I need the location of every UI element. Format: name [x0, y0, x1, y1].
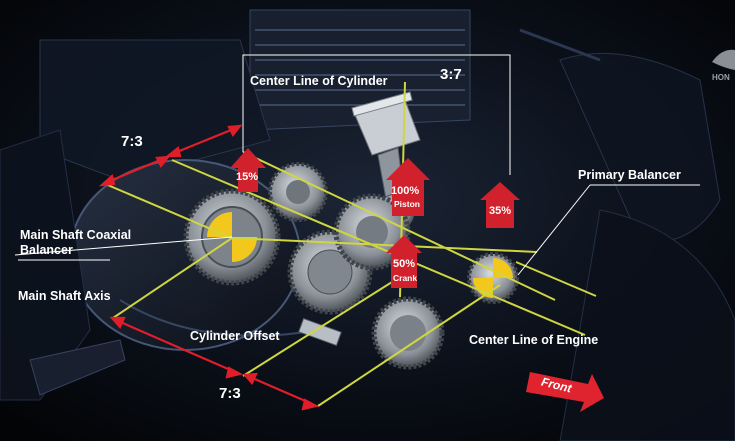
callout-leaders [14, 54, 700, 276]
main-shaft-axis-line-left [112, 237, 233, 319]
lower-gear [371, 296, 445, 370]
wing-logo-icon [712, 49, 735, 70]
arrow-15-badge [230, 148, 266, 192]
right-guide [515, 261, 597, 297]
crank-label: Crank [393, 273, 418, 283]
pct-50-label: 50% [393, 258, 416, 270]
ratio-7-3-bottom: 7:3 [219, 385, 241, 402]
arrow-up-icon [386, 235, 422, 288]
cylinder-offset-line [242, 276, 401, 377]
pct-100-label: 100% [391, 185, 420, 197]
arrow-35-badge [480, 182, 520, 228]
main-shaft-balancer-weight [232, 237, 257, 262]
center-line-of-engine-label: Center Line of Engine [469, 333, 599, 347]
ratio-7-3-top: 7:3 [121, 133, 143, 150]
arrow-right-icon [526, 372, 604, 412]
arrow-50-badge [386, 235, 422, 288]
coaxial-balancer-leader [14, 236, 233, 256]
engine-silhouette [0, 9, 735, 441]
pct-35-label: 35% [489, 205, 512, 217]
piston-label: Piston [394, 199, 420, 209]
brand-text: HON [712, 73, 730, 82]
cylinder-bracket [242, 54, 511, 175]
upper-gear [268, 162, 328, 222]
arrow-up-icon [230, 148, 266, 192]
arrow-up-icon [480, 182, 520, 228]
primary-balancer-leader [517, 184, 591, 276]
primary-balancer-label: Primary Balancer [578, 168, 681, 182]
upper-parallel-line [242, 151, 556, 301]
main-shaft-axis-label: Main Shaft Axis [18, 289, 111, 303]
arrow-100-badge [386, 158, 430, 216]
front-arrow [526, 372, 604, 412]
ratio-3-7-top: 3:7 [440, 66, 462, 83]
center-line-of-cylinder-label: Center Line of Cylinder [250, 74, 388, 88]
pct-15-label: 15% [236, 171, 259, 183]
brand-logo [712, 49, 735, 70]
ratio-arrows [98, 124, 320, 411]
cylinder-offset-label: Cylinder Offset [190, 329, 280, 343]
main-shaft-axis-line [231, 237, 538, 253]
left-ratio-guide [102, 182, 233, 239]
main-shaft-coaxial-balancer-label: Main Shaft Coaxial Balancer [20, 228, 132, 257]
arrow-up-icon [386, 158, 430, 216]
lower-parallel-line [317, 284, 501, 407]
